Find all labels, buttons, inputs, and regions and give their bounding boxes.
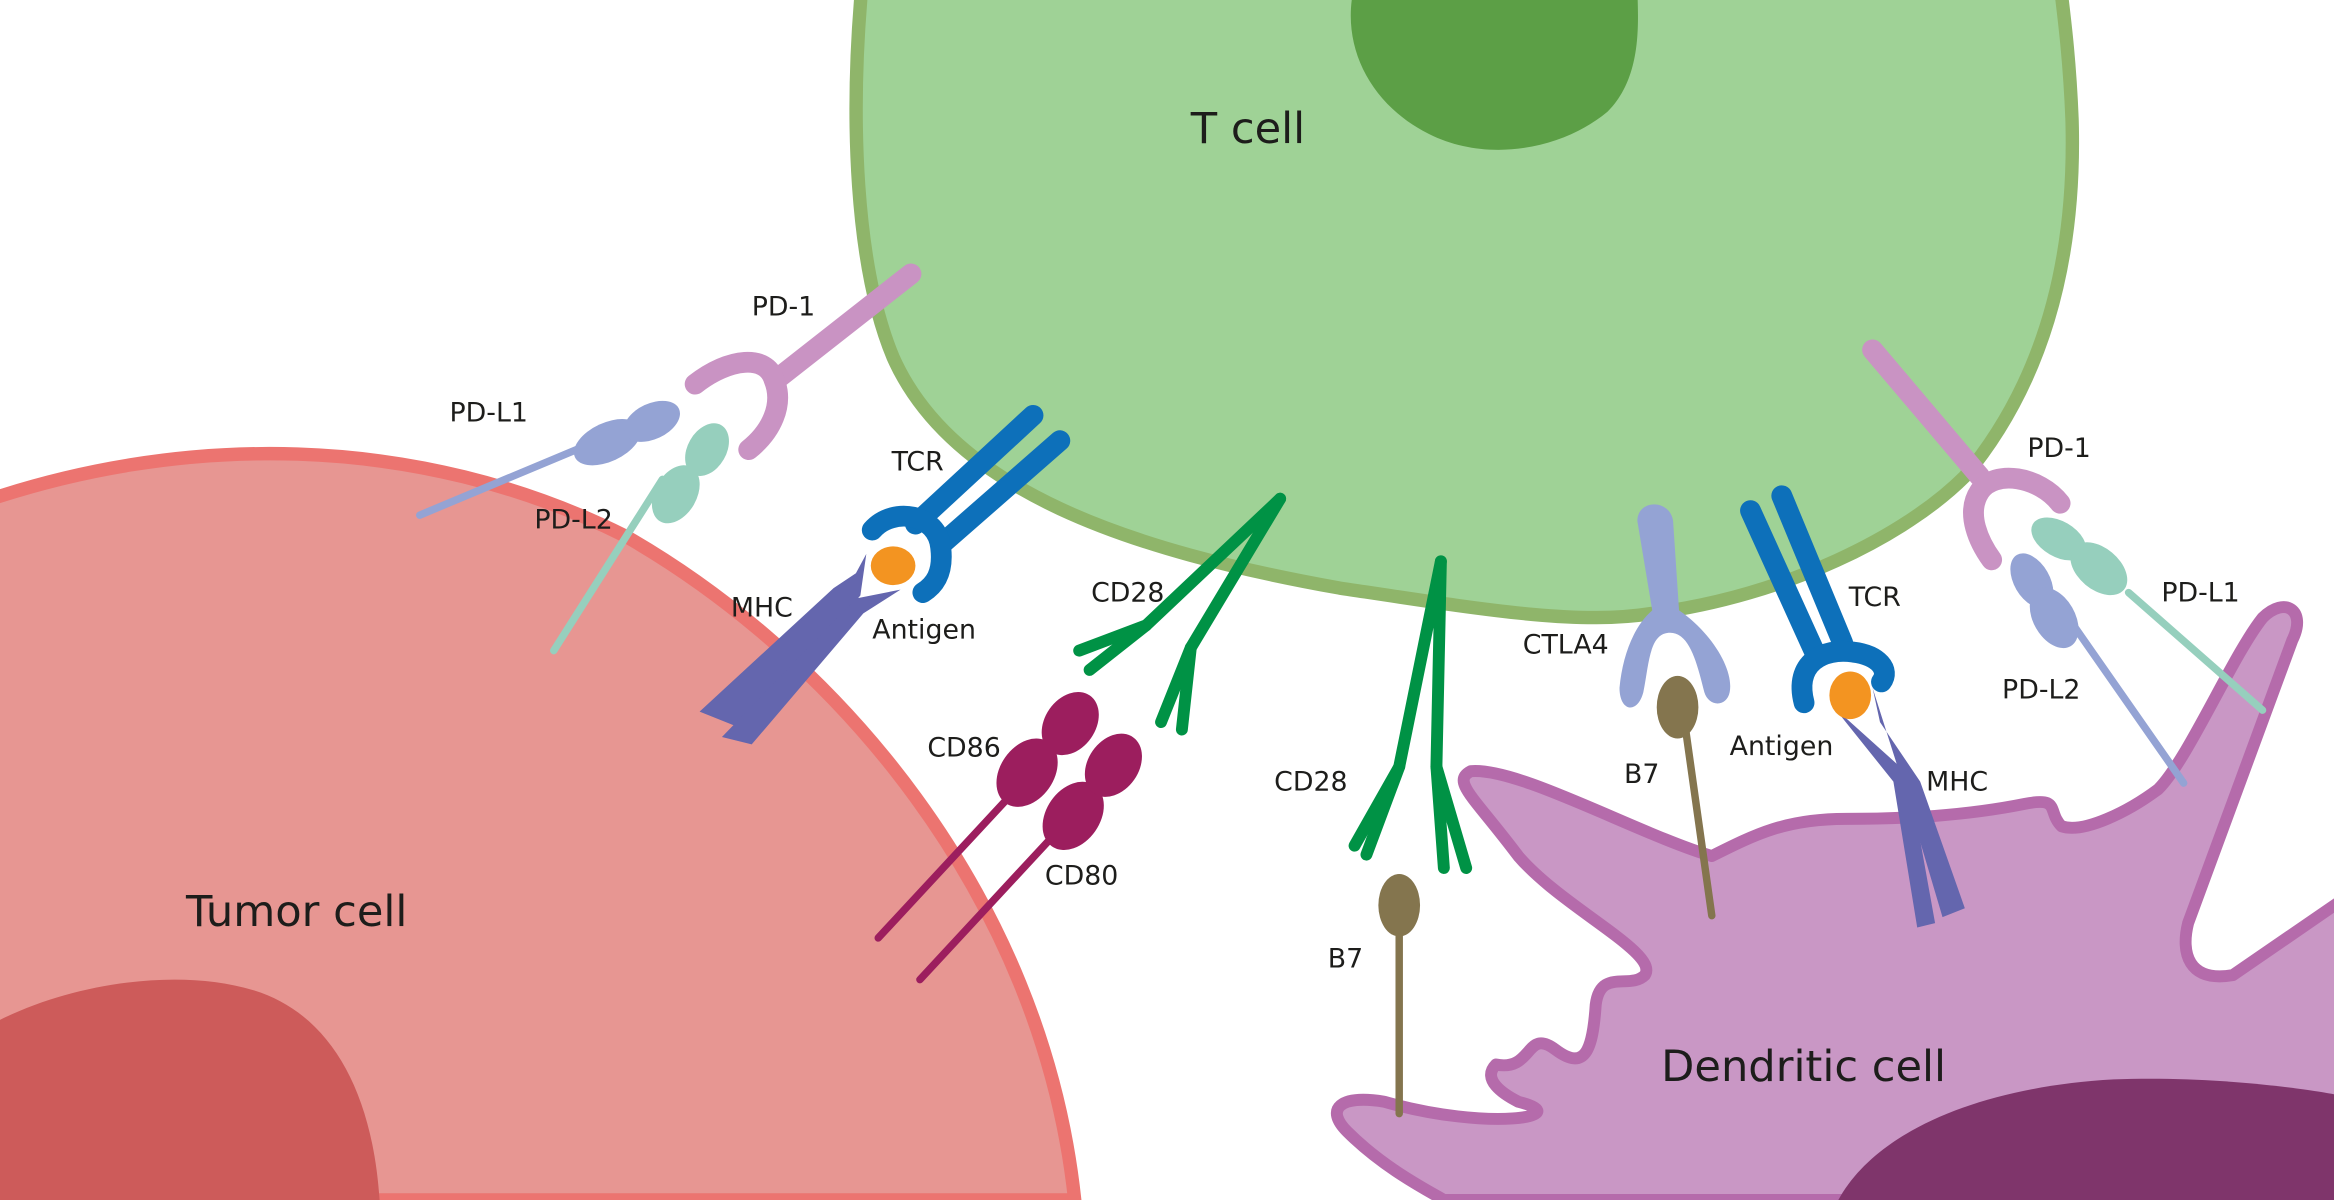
dendritic-cell-nucleus bbox=[1838, 1078, 2334, 1200]
mhc-left bbox=[699, 553, 901, 745]
b7-right-a-label: B7 bbox=[1328, 944, 1363, 975]
tumor-cell-label: Tumor cell bbox=[185, 887, 407, 937]
mhc-right-label: MHC bbox=[1926, 767, 1988, 798]
ctla4 bbox=[1619, 504, 1731, 708]
tumor-cell-nucleus bbox=[0, 979, 380, 1200]
pdl2-left-label: PD-L2 bbox=[534, 505, 612, 536]
b7-right-a bbox=[1378, 873, 1421, 1118]
t-cell-label: T cell bbox=[1190, 104, 1305, 154]
tcr-right-label: TCR bbox=[1848, 582, 1901, 613]
t-cell-body bbox=[849, 0, 2080, 625]
pdl1-left-ligand bbox=[416, 400, 680, 519]
tcr-right bbox=[1740, 485, 1895, 714]
pdl2-left-ligand bbox=[550, 423, 729, 655]
cd80-label: CD80 bbox=[1045, 860, 1118, 891]
pd1-right-receptor bbox=[1862, 339, 2071, 571]
pd1-right-label: PD-1 bbox=[2027, 433, 2090, 464]
tumor-cell bbox=[0, 446, 1082, 1200]
cd28-right-label: CD28 bbox=[1274, 767, 1347, 798]
pdl1-right-label: PD-L1 bbox=[2161, 577, 2239, 608]
cd86-ligand bbox=[874, 691, 1099, 942]
t-cell-nucleus bbox=[1350, 0, 1638, 150]
pd1-left-receptor bbox=[684, 263, 922, 461]
antigen-left-label: Antigen bbox=[872, 615, 976, 646]
pdl1-left-label: PD-L1 bbox=[450, 397, 528, 428]
antigen-left bbox=[870, 546, 916, 586]
cd80-ligand bbox=[916, 733, 1142, 984]
dendritic-cell-label: Dendritic cell bbox=[1661, 1042, 1946, 1092]
ctla4-label: CTLA4 bbox=[1523, 630, 1609, 661]
antigen-right bbox=[1829, 671, 1872, 720]
mhc-right bbox=[1833, 687, 1965, 928]
b7-right-b bbox=[1656, 675, 1716, 920]
cd28-right bbox=[1348, 555, 1473, 874]
tcr-left-label: TCR bbox=[891, 446, 944, 477]
pdl2-right-ligand bbox=[2010, 553, 2188, 787]
antigen-right-label: Antigen bbox=[1730, 731, 1834, 762]
pdl1-right-ligand bbox=[2031, 517, 2267, 714]
pdl2-right-label: PD-L2 bbox=[2002, 674, 2080, 705]
mhc-left-label: MHC bbox=[731, 592, 793, 623]
pd1-left-label: PD-1 bbox=[752, 292, 815, 323]
cd28-left-label: CD28 bbox=[1091, 577, 1164, 608]
t-cell bbox=[849, 0, 2080, 625]
cd86-label: CD86 bbox=[927, 732, 1000, 763]
tcr-left bbox=[861, 404, 1071, 603]
cd28-left bbox=[1073, 492, 1287, 736]
b7-right-b-label: B7 bbox=[1624, 759, 1659, 790]
